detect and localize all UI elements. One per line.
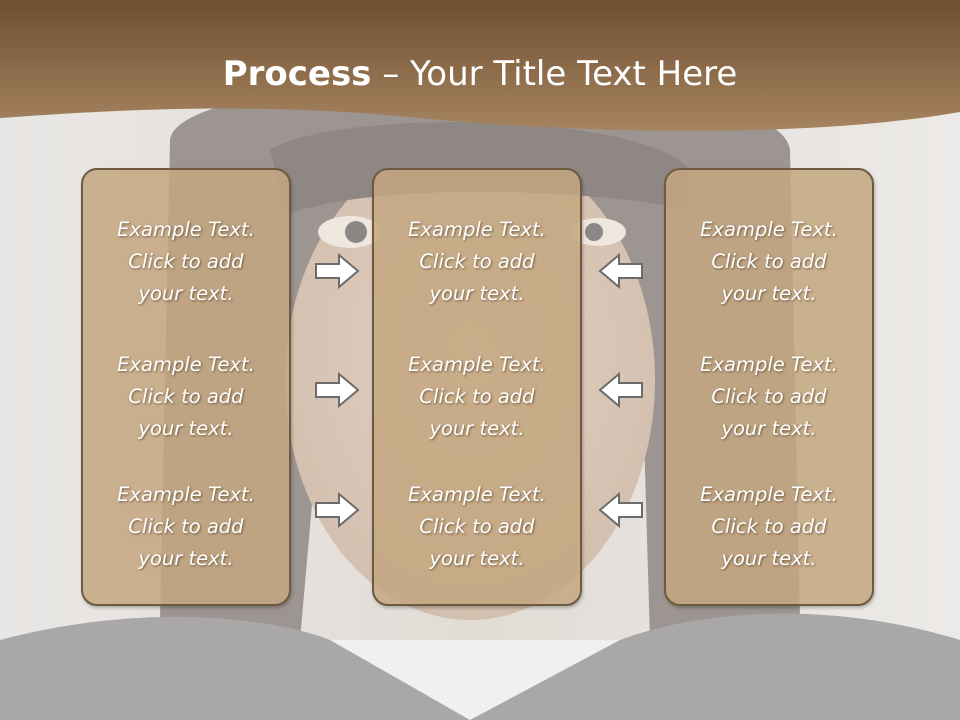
arrow-left-icon[interactable] [597,490,645,530]
text-placeholder[interactable]: Example Text. Click to add your text. [666,214,872,310]
text-line: Example Text. [117,353,255,376]
arrow-right-icon[interactable] [313,490,361,530]
text-line: your text. [138,547,234,570]
text-line: Example Text. [700,218,838,241]
text-line: Example Text. [700,353,838,376]
header-band [0,0,960,131]
text-line: Click to add [128,515,244,538]
text-line: Click to add [711,515,827,538]
text-placeholder[interactable]: Example Text. Click to add your text. [374,214,580,310]
arrow-left-icon[interactable] [597,370,645,410]
text-line: your text. [429,417,525,440]
text-placeholder[interactable]: Example Text. Click to add your text. [374,479,580,575]
page-title[interactable]: Process – Your Title Text Here [0,52,960,96]
text-placeholder[interactable]: Example Text. Click to add your text. [666,349,872,445]
text-line: Click to add [419,250,535,273]
text-placeholder[interactable]: Example Text. Click to add your text. [83,479,289,575]
text-placeholder[interactable]: Example Text. Click to add your text. [374,349,580,445]
arrow-right-icon[interactable] [313,370,361,410]
text-line: your text. [429,547,525,570]
text-line: Example Text. [408,483,546,506]
right-text-panel[interactable]: Example Text. Click to add your text. Ex… [664,168,874,606]
text-placeholder[interactable]: Example Text. Click to add your text. [666,479,872,575]
text-placeholder[interactable]: Example Text. Click to add your text. [83,349,289,445]
text-line: Example Text. [700,483,838,506]
text-line: your text. [138,417,234,440]
text-line: your text. [721,282,817,305]
text-line: your text. [721,417,817,440]
text-placeholder[interactable]: Example Text. Click to add your text. [83,214,289,310]
text-line: Example Text. [408,218,546,241]
text-line: Click to add [419,385,535,408]
text-line: your text. [429,282,525,305]
text-line: Example Text. [117,483,255,506]
left-text-panel[interactable]: Example Text. Click to add your text. Ex… [81,168,291,606]
text-line: your text. [721,547,817,570]
text-line: Click to add [128,250,244,273]
title-regular-part: – Your Title Text Here [371,54,738,94]
text-line: Example Text. [408,353,546,376]
text-line: your text. [138,282,234,305]
text-line: Example Text. [117,218,255,241]
title-bold-part: Process [222,54,372,94]
middle-text-panel[interactable]: Example Text. Click to add your text. Ex… [372,168,582,606]
text-line: Click to add [128,385,244,408]
arrow-left-icon[interactable] [597,251,645,291]
text-line: Click to add [711,250,827,273]
arrow-right-icon[interactable] [313,251,361,291]
text-line: Click to add [419,515,535,538]
text-line: Click to add [711,385,827,408]
